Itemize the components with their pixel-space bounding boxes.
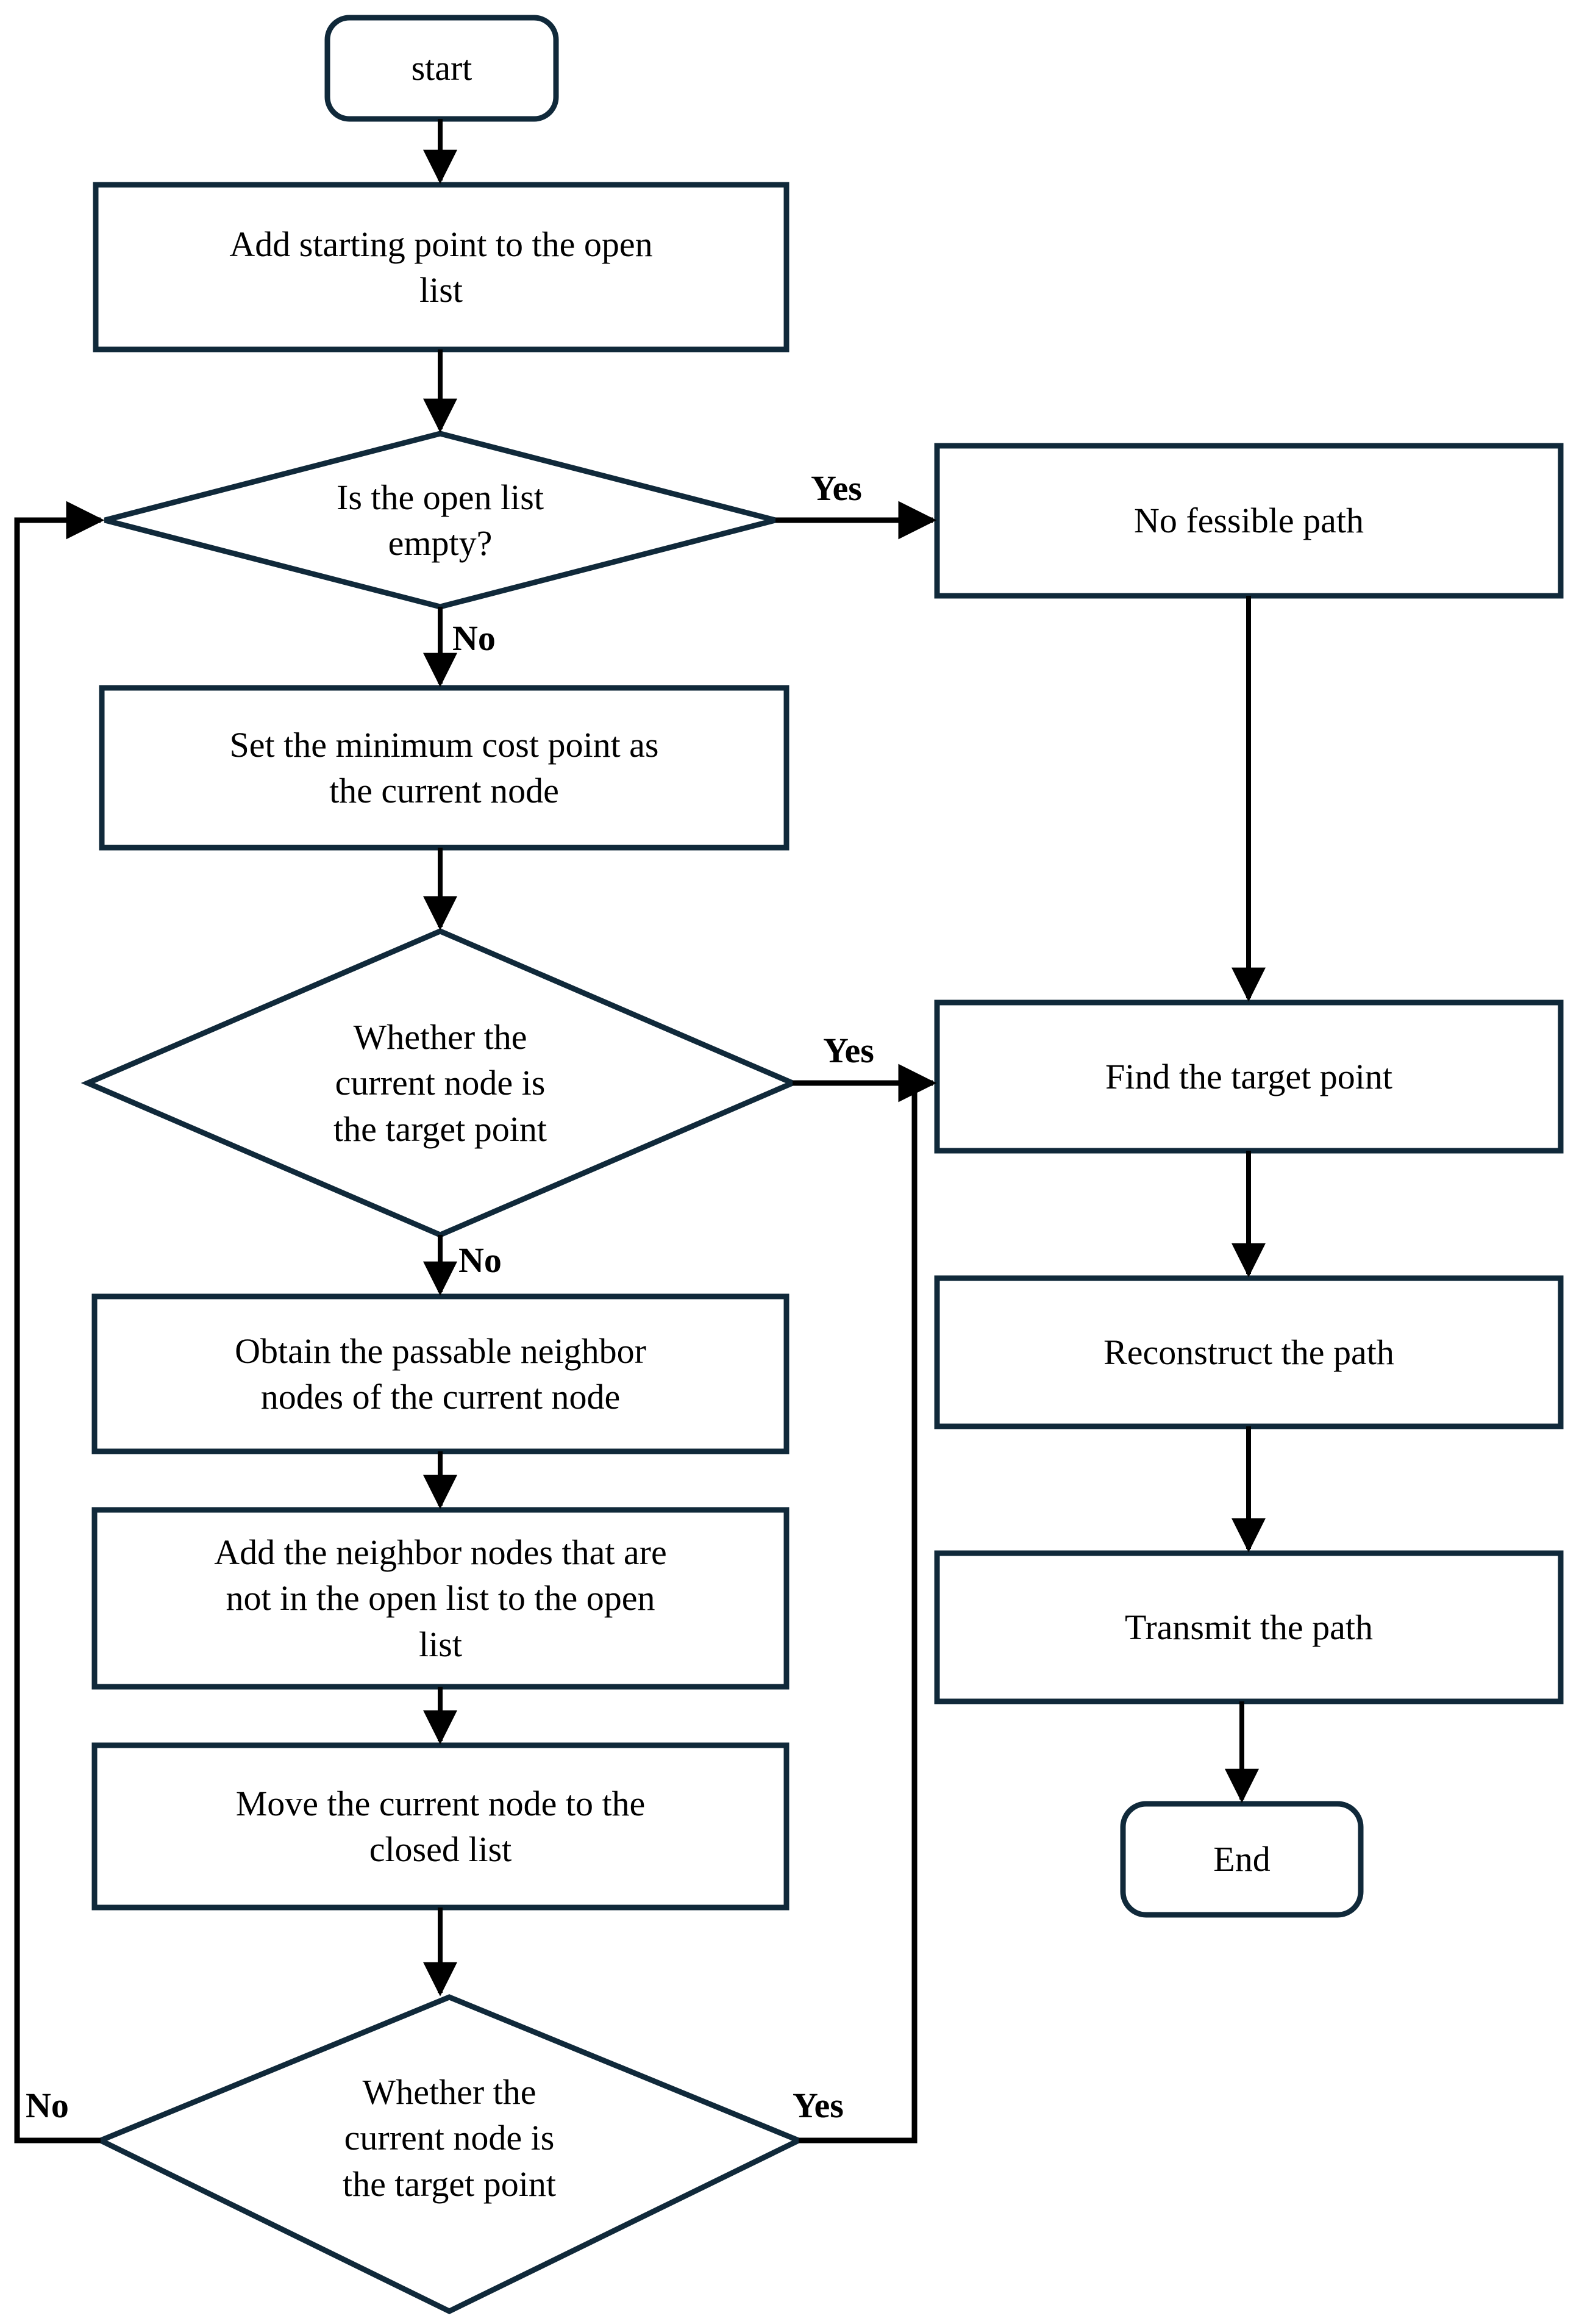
node-no-fessible-path-shape[interactable] (934, 443, 1564, 599)
node-move-to-closed-shape[interactable] (91, 1742, 790, 1911)
node-open-list-empty-shape[interactable] (104, 431, 777, 610)
node-is-target-2-shape[interactable] (94, 1994, 805, 2315)
node-add-start-point-shape[interactable] (93, 182, 790, 352)
node-start-shape[interactable] (324, 15, 559, 122)
node-transmit-path-shape[interactable] (934, 1550, 1564, 1704)
node-set-min-cost-shape[interactable] (99, 685, 790, 851)
edge-label-yes-is-target-1: Yes (823, 1031, 874, 1070)
edge-is-target-2-yes-to-find-target (799, 1083, 918, 2143)
node-reconstruct-path-shape[interactable] (934, 1275, 1564, 1429)
node-find-target-shape[interactable] (934, 999, 1564, 1154)
edge-label-no-is-target-1: No (458, 1240, 502, 1280)
edge-label-no-open-list-empty: No (452, 618, 496, 658)
edge-label-yes-open-list-empty: Yes (811, 468, 862, 508)
node-end-shape[interactable] (1120, 1801, 1364, 1918)
edge-is-target-2-no-to-open-list (14, 501, 105, 2143)
node-is-target-1-shape[interactable] (80, 928, 800, 1238)
edge-label-no-is-target-2: No (26, 2086, 69, 2125)
node-obtain-neighbors-shape[interactable] (91, 1293, 790, 1454)
edge-label-yes-is-target-2: Yes (793, 2086, 844, 2125)
node-add-neighbors-shape[interactable] (91, 1507, 790, 1690)
